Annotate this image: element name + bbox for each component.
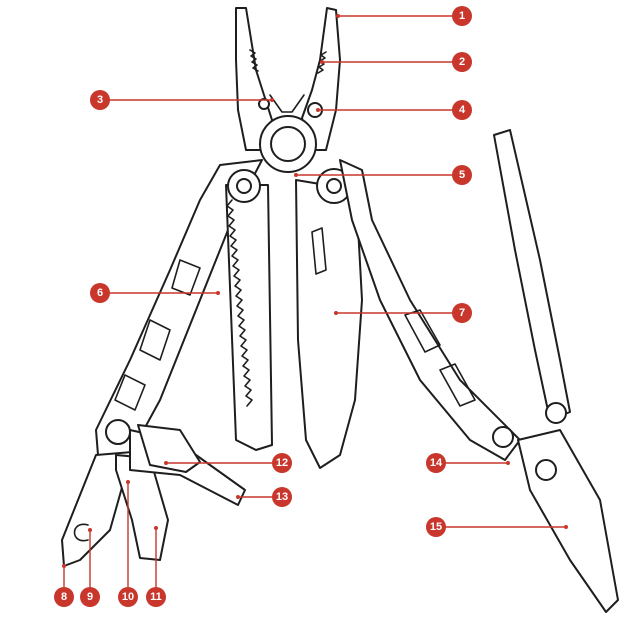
- leader-lines: [63, 15, 566, 597]
- leader-anchors: [62, 14, 568, 568]
- callout-6-number: 6: [97, 287, 103, 299]
- anchor-14: [506, 461, 510, 465]
- callout-1-dot: [452, 6, 472, 26]
- callouts: 1 2 3 4 5 6 7 8: [54, 6, 472, 607]
- callout-10: 10: [118, 587, 138, 607]
- callout-2: 2: [452, 52, 472, 72]
- bottom-tool-left-hook: [73, 523, 89, 542]
- left-handle-cutouts: [114, 259, 201, 411]
- callout-13-number: 13: [276, 491, 288, 503]
- anchor-9: [88, 528, 92, 532]
- anchor-6: [216, 291, 220, 295]
- callout-3-number: 3: [97, 94, 103, 106]
- callout-2-dot: [452, 52, 472, 72]
- callout-10-dot: [118, 587, 138, 607]
- callout-7-dot: [452, 303, 472, 323]
- callout-7-number: 7: [459, 307, 465, 319]
- callout-14-dot: [426, 453, 446, 473]
- scissors-pivot-upper: [545, 402, 567, 424]
- right-handle: [339, 159, 521, 461]
- callout-2-number: 2: [459, 56, 465, 68]
- anchor-5: [294, 173, 298, 177]
- knife-thumb-hole: [311, 227, 327, 275]
- anchor-7: [334, 311, 338, 315]
- callout-6-dot: [90, 283, 110, 303]
- pivot-screw-3: [258, 98, 270, 110]
- scissors-blade: [517, 429, 619, 613]
- callout-9-dot: [80, 587, 100, 607]
- callout-12-number: 12: [276, 457, 288, 469]
- scissors-arm: [493, 129, 571, 421]
- anchor-10: [126, 480, 130, 484]
- anchor-15: [564, 525, 568, 529]
- knife-pivot-screw: [326, 178, 342, 194]
- main-pivot-inner: [270, 126, 306, 162]
- callout-4-number: 4: [459, 104, 466, 116]
- callout-14: 14: [426, 453, 446, 473]
- callout-3-dot: [90, 90, 110, 110]
- multitool-drawing: [61, 7, 619, 613]
- right-handle-cutouts: [404, 309, 476, 407]
- callout-15: 15: [426, 517, 446, 537]
- callout-12: 12: [272, 453, 292, 473]
- callout-6: 6: [90, 283, 110, 303]
- callout-8: 8: [54, 587, 74, 607]
- anchor-3: [270, 98, 274, 102]
- callout-5-number: 5: [459, 169, 465, 181]
- anchor-2: [320, 60, 324, 64]
- callout-8-number: 8: [61, 591, 67, 603]
- anchor-8: [62, 564, 66, 568]
- callout-11-number: 11: [150, 591, 162, 603]
- callout-15-number: 15: [430, 521, 442, 533]
- bottom-tools-pivot: [105, 419, 131, 445]
- anchor-13: [236, 495, 240, 499]
- anchor-4: [316, 108, 320, 112]
- anchor-12: [164, 461, 168, 465]
- callout-1-number: 1: [459, 10, 465, 22]
- callout-9-number: 9: [87, 591, 93, 603]
- callout-5: 5: [452, 165, 472, 185]
- callout-12-dot: [272, 453, 292, 473]
- callout-9: 9: [80, 587, 100, 607]
- callout-4-dot: [452, 100, 472, 120]
- callout-13-dot: [272, 487, 292, 507]
- wire-cutter: [269, 94, 305, 113]
- callout-8-dot: [54, 587, 74, 607]
- callout-15-dot: [426, 517, 446, 537]
- bottom-tool-cap-lifter: [137, 424, 201, 473]
- callout-7: 7: [452, 303, 472, 323]
- callout-11-dot: [146, 587, 166, 607]
- callout-11: 11: [146, 587, 166, 607]
- callout-1: 1: [452, 6, 472, 26]
- callout-4: 4: [452, 100, 472, 120]
- callout-14-number: 14: [430, 457, 443, 469]
- saw-blade: [225, 184, 273, 451]
- right-handle-screw: [492, 426, 514, 448]
- callout-3: 3: [90, 90, 110, 110]
- callout-10-number: 10: [122, 591, 134, 603]
- anchor-11: [154, 526, 158, 530]
- saw-teeth: [226, 199, 253, 407]
- callout-13: 13: [272, 487, 292, 507]
- scissors-pivot-lower: [535, 459, 557, 481]
- anchor-1: [336, 14, 340, 18]
- plier-jaw-left-teeth: [249, 49, 259, 72]
- saw-pivot-screw: [236, 178, 252, 194]
- callout-5-dot: [452, 165, 472, 185]
